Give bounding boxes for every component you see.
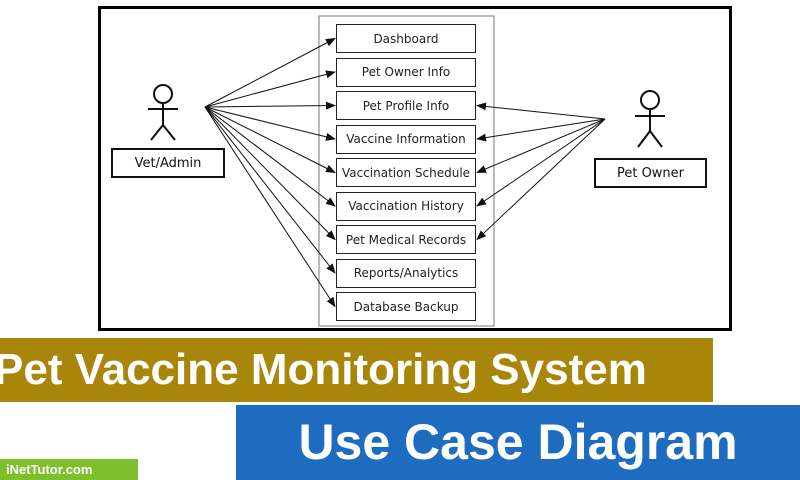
assoc-vet-pet-medical-records xyxy=(204,106,336,241)
use-case-vaccine-information: Vaccine Information xyxy=(336,124,476,154)
assoc-vet-vaccination-schedule xyxy=(204,106,336,173)
subtitle-banner: Use Case Diagram xyxy=(236,405,800,480)
actor-pet-owner: Pet Owner xyxy=(594,158,707,188)
assoc-vet-vaccination-history xyxy=(204,106,336,207)
pet-owner-figure xyxy=(635,90,665,148)
title-banner: Pet Vaccine Monitoring System xyxy=(0,338,713,402)
use-case-pet-owner-info: Pet Owner Info xyxy=(336,57,476,87)
assoc-vet-pet-profile-info xyxy=(204,101,336,110)
system-boundary xyxy=(318,15,495,327)
assoc-owner-vaccination-history xyxy=(476,118,606,207)
use-case-reports-analytics: Reports/Analytics xyxy=(336,258,476,288)
assoc-vet-database-backup xyxy=(204,106,336,308)
use-case-vaccination-history: Vaccination History xyxy=(336,191,476,221)
vet-admin-figure xyxy=(148,84,178,141)
assoc-owner-pet-profile-info xyxy=(476,102,606,120)
use-case-pet-medical-records: Pet Medical Records xyxy=(336,225,476,254)
assoc-vet-reports-analytics xyxy=(204,106,336,274)
assoc-vet-dashboard xyxy=(204,38,336,108)
assoc-vet-pet-owner-info xyxy=(204,70,336,108)
actor-vet-admin: Vet/Admin xyxy=(111,148,225,178)
brand-badge: iNetTutor.com xyxy=(0,459,138,480)
use-case-vaccination-schedule: Vaccination Schedule xyxy=(336,158,476,187)
assoc-owner-pet-medical-records xyxy=(476,118,606,241)
use-case-pet-profile-info: Pet Profile Info xyxy=(336,91,476,120)
assoc-owner-vaccine-information xyxy=(476,118,606,142)
use-case-dashboard: Dashboard xyxy=(336,24,476,53)
association-lines xyxy=(148,15,665,327)
assoc-owner-vaccination-schedule xyxy=(476,118,606,173)
use-case-database-backup: Database Backup xyxy=(336,292,476,321)
assoc-vet-vaccine-information xyxy=(204,106,336,141)
